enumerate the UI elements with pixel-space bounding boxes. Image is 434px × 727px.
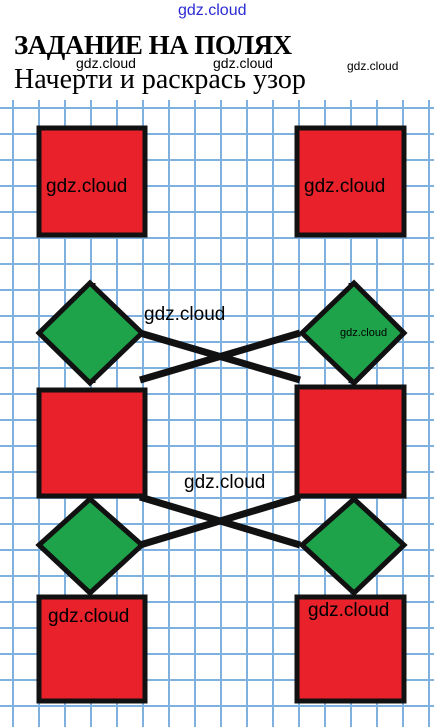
watermark: gdz.cloud	[347, 59, 399, 73]
watermark: gdz.cloud	[184, 472, 266, 493]
pattern-shapes	[35, 125, 408, 704]
task-heading: ЗАДАНИЕ НА ПОЛЯХ	[14, 30, 292, 60]
green-diamond	[298, 495, 408, 597]
red-square	[294, 594, 407, 704]
watermark: gdz.cloud	[48, 606, 130, 627]
watermark-top: gdz.cloud	[178, 2, 247, 19]
grid-pattern-figure	[0, 100, 434, 727]
connector-line	[139, 329, 301, 384]
watermark: gdz.cloud	[340, 327, 388, 339]
connector-line	[138, 493, 302, 549]
watermark: gdz.cloud	[304, 176, 386, 197]
green-diamond	[298, 279, 408, 387]
green-diamond	[35, 279, 146, 387]
red-square	[36, 387, 148, 499]
watermark: gdz.cloud	[213, 55, 273, 71]
watermark: gdz.cloud	[76, 55, 136, 71]
watermark: gdz.cloud	[308, 600, 390, 621]
red-square	[36, 594, 148, 704]
watermark: gdz.cloud	[46, 176, 128, 197]
red-square	[294, 384, 407, 499]
red-square	[294, 125, 407, 238]
watermark: gdz.cloud	[144, 304, 226, 325]
green-diamond	[35, 495, 146, 597]
red-square	[36, 125, 148, 238]
task-instruction: Начерти и раскрась узор	[14, 64, 306, 95]
